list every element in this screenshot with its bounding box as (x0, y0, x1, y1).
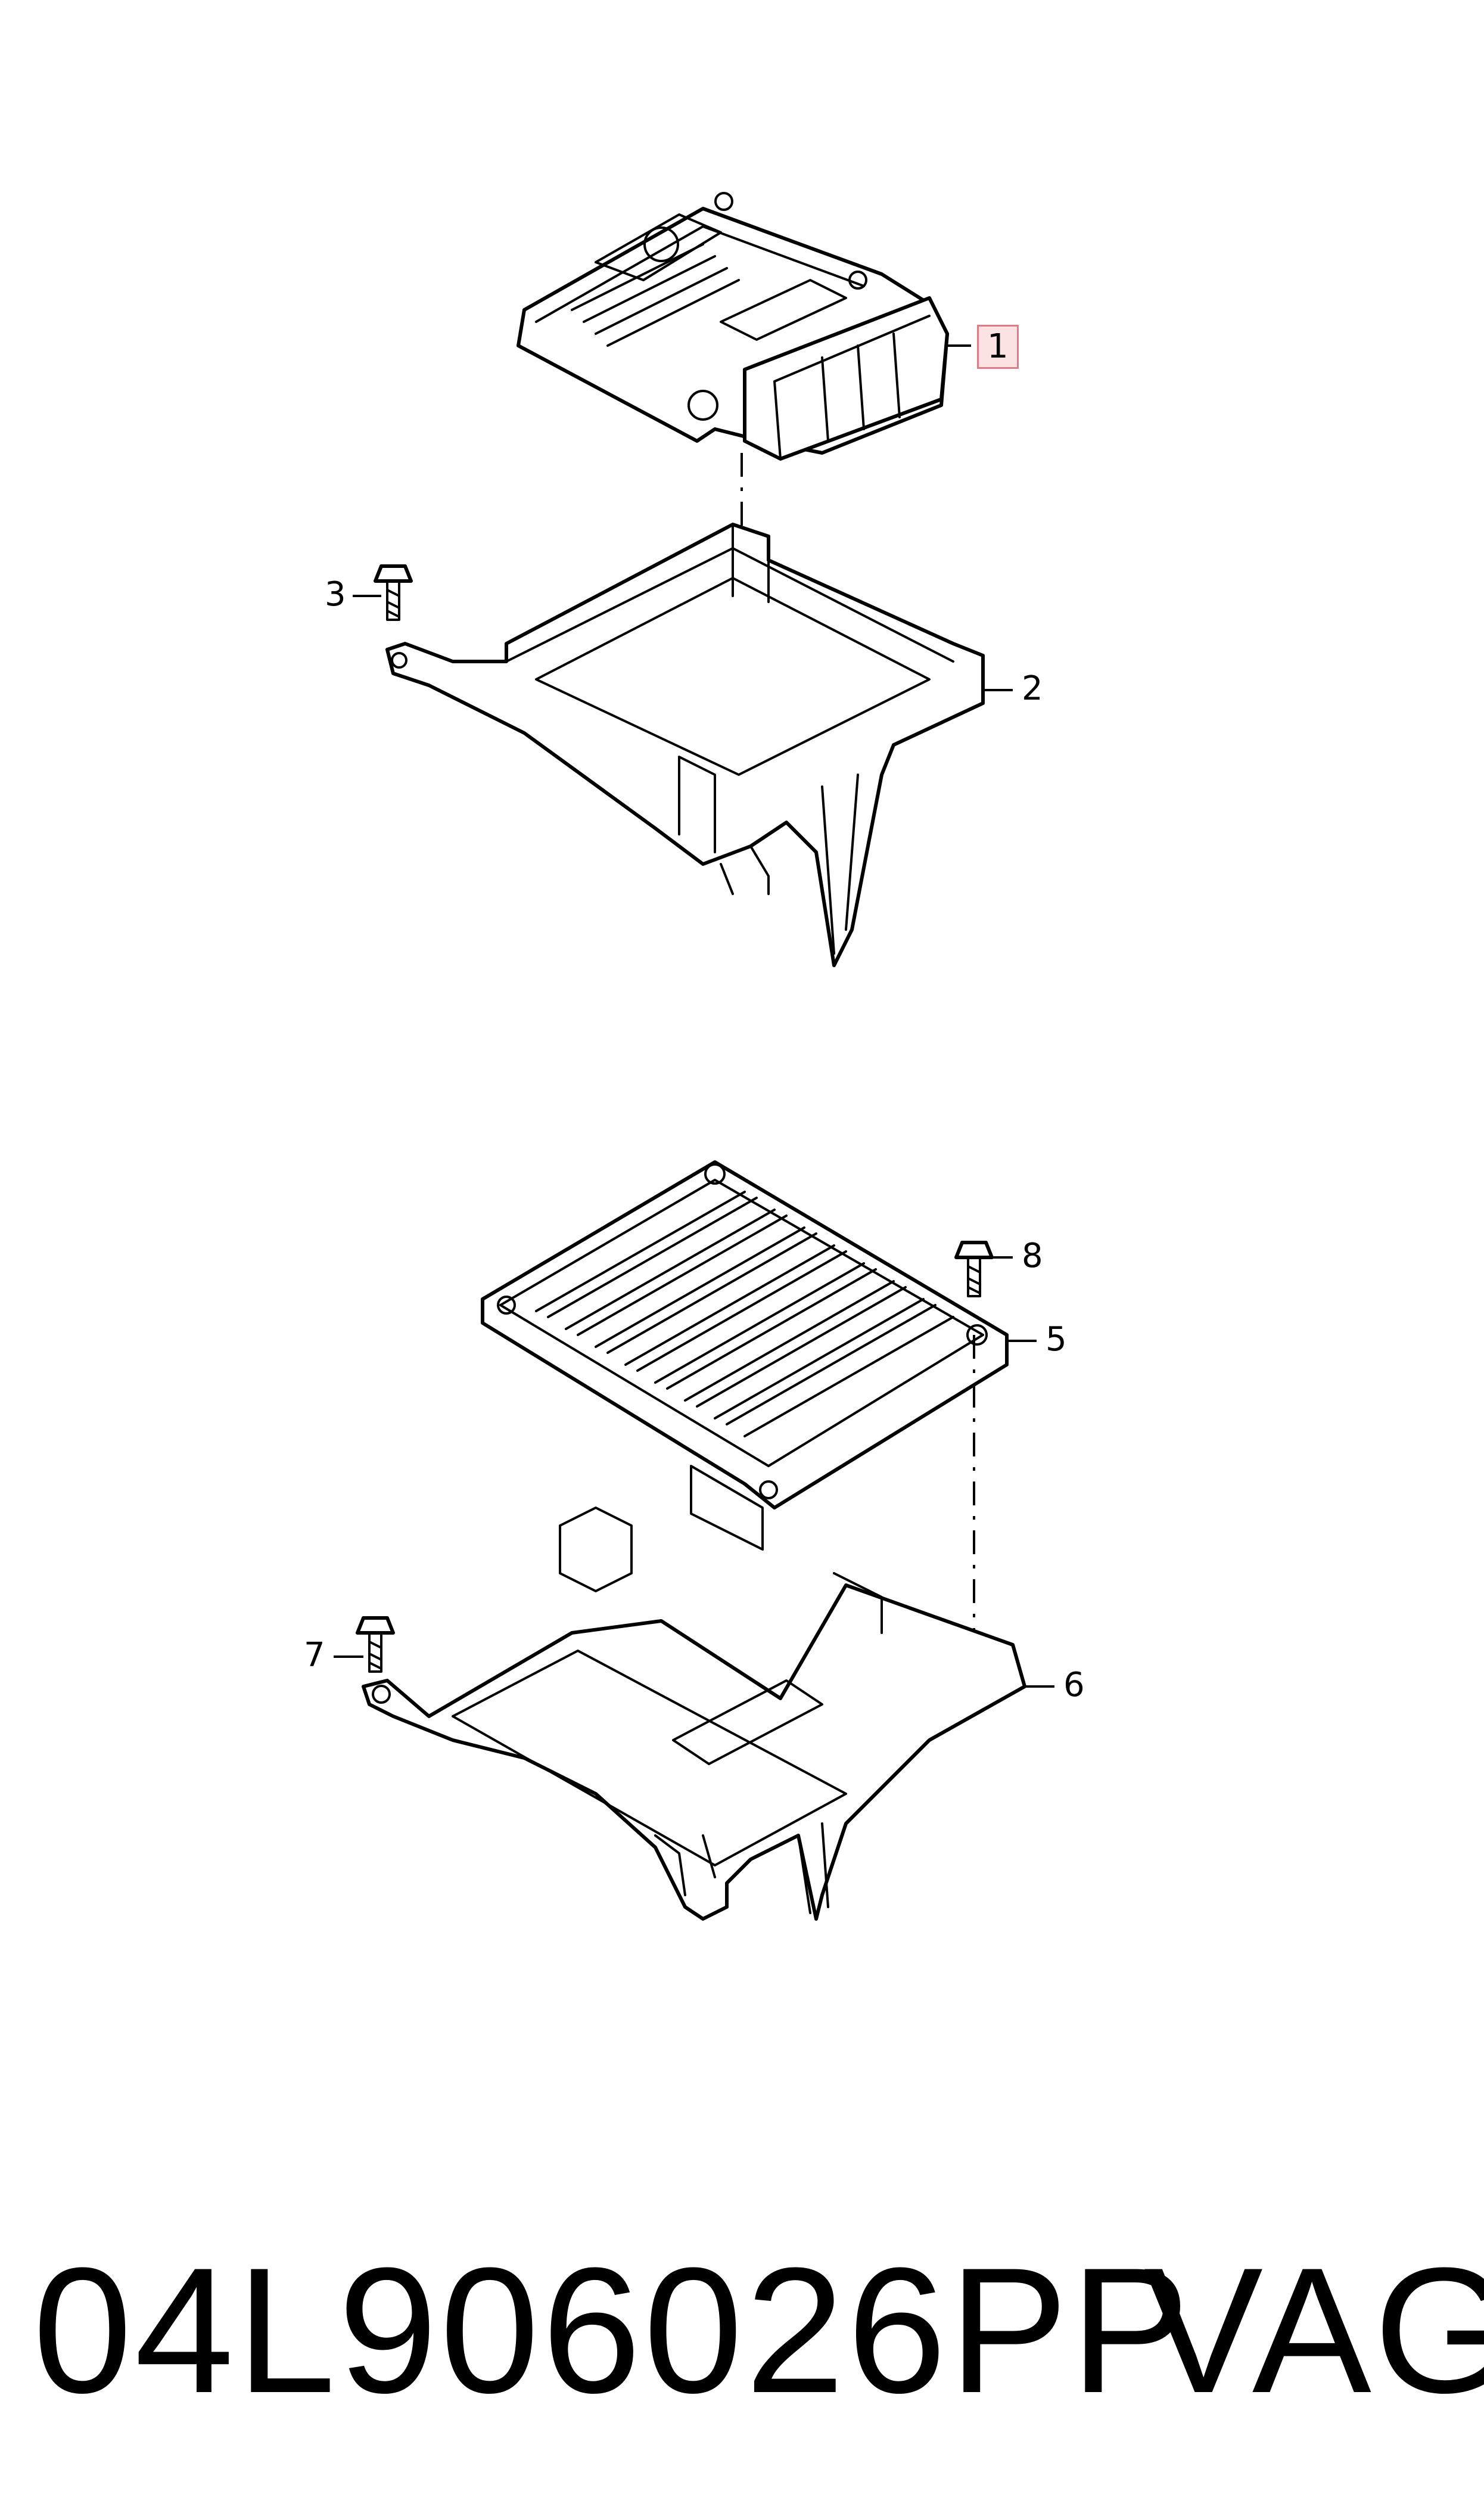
brand-label: VAG (1144, 2230, 1484, 2430)
callout-3[interactable]: 3 (325, 575, 346, 614)
screw-3[interactable] (374, 564, 413, 621)
callout-6[interactable]: 6 (1063, 1666, 1085, 1704)
callout-8[interactable]: 8 (1022, 1237, 1043, 1275)
screw-8[interactable] (954, 1241, 994, 1297)
callout-7[interactable]: 7 (304, 1636, 325, 1675)
screw-7[interactable] (356, 1616, 395, 1673)
part-number: 04L906026PP (33, 2230, 1192, 2430)
ecu-cover-plate[interactable] (481, 1160, 1009, 1509)
ecu-tray-lower[interactable] (362, 1465, 1026, 1921)
callout-1[interactable]: 1 (977, 325, 1019, 369)
ecu-bracket-upper[interactable] (385, 523, 985, 967)
callout-2[interactable]: 2 (1022, 669, 1043, 708)
ecu-control-unit[interactable] (517, 192, 949, 461)
callout-5[interactable]: 5 (1046, 1320, 1067, 1359)
